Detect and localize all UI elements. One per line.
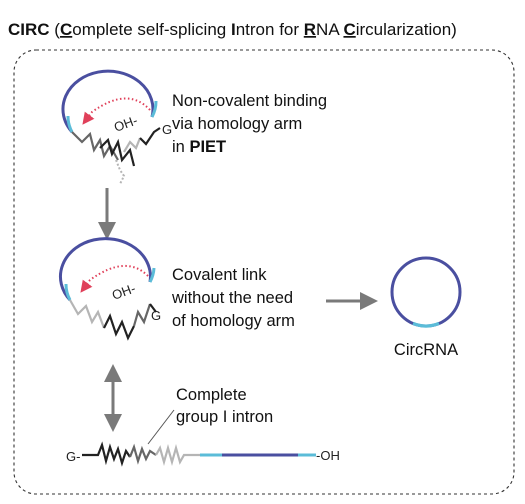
- intron-line1: Complete: [176, 386, 247, 404]
- title-segment: ntron for: [236, 20, 304, 39]
- nucleophilic-attack-arrow: [80, 264, 149, 293]
- intron-strand: [132, 303, 152, 327]
- exon-segment: [66, 115, 74, 133]
- title-segment: R: [304, 20, 316, 39]
- intron-strand: [103, 313, 135, 341]
- circrna-label: CircRNA: [394, 341, 458, 359]
- step2-line2: without the need: [171, 289, 293, 307]
- step1-line1: Non-covalent binding: [172, 92, 327, 110]
- intron-strand: [123, 137, 142, 153]
- intron-strand: [149, 303, 157, 313]
- intron-strand: [139, 127, 161, 146]
- title-segment: omplete self-splicing: [72, 20, 231, 39]
- rna-ring: [61, 69, 155, 133]
- step1-line3: in PIET: [172, 138, 226, 156]
- g-label: G: [162, 122, 172, 137]
- intron-strand: [128, 443, 157, 465]
- linear-precursor: G- -OH: [66, 441, 340, 467]
- title-segment: (: [50, 20, 61, 39]
- g-label: G: [151, 308, 161, 323]
- double-arrow: [104, 364, 122, 432]
- step2-line1: Covalent link: [172, 266, 267, 284]
- intron-strand: [82, 441, 131, 467]
- oh-label: OH-: [110, 281, 138, 303]
- oh-end-label: -OH: [316, 448, 340, 463]
- step1-line2: via homology arm: [172, 115, 302, 133]
- title-segment: I: [231, 20, 236, 39]
- title-segment: ircularization): [356, 20, 457, 39]
- rna-ring: [59, 237, 152, 302]
- down-arrow: [98, 188, 116, 240]
- oh-label: OH-: [112, 113, 140, 135]
- intron-pointer-line: [147, 409, 175, 445]
- exon-segment: [64, 283, 72, 301]
- intron-strand: [115, 159, 126, 185]
- intron-line2: group I intron: [176, 408, 273, 426]
- step2-structure: OH- G: [59, 237, 161, 341]
- title-segment: C: [343, 20, 355, 39]
- title-segment: NA: [316, 20, 343, 39]
- exon-segment: [148, 267, 156, 283]
- g-end-label: G-: [66, 449, 80, 464]
- step1-structure: OH- G: [61, 69, 172, 185]
- intron-strand: [69, 299, 106, 329]
- intron-strand: [155, 443, 200, 467]
- dashed-frame: [13, 49, 515, 495]
- title-segment: C: [60, 20, 72, 39]
- step2-line3: of homology arm: [172, 312, 295, 330]
- circrna-ring: [390, 256, 462, 328]
- intron-strand: [99, 137, 136, 167]
- exon-segment: [150, 100, 158, 118]
- title-segment: CIRC: [8, 20, 50, 39]
- intron-strand: [71, 131, 119, 161]
- nucleophilic-attack-arrow: [82, 97, 151, 125]
- figure-title: CIRC (Complete self-splicing Intron for …: [8, 20, 457, 39]
- right-arrow: [326, 292, 378, 310]
